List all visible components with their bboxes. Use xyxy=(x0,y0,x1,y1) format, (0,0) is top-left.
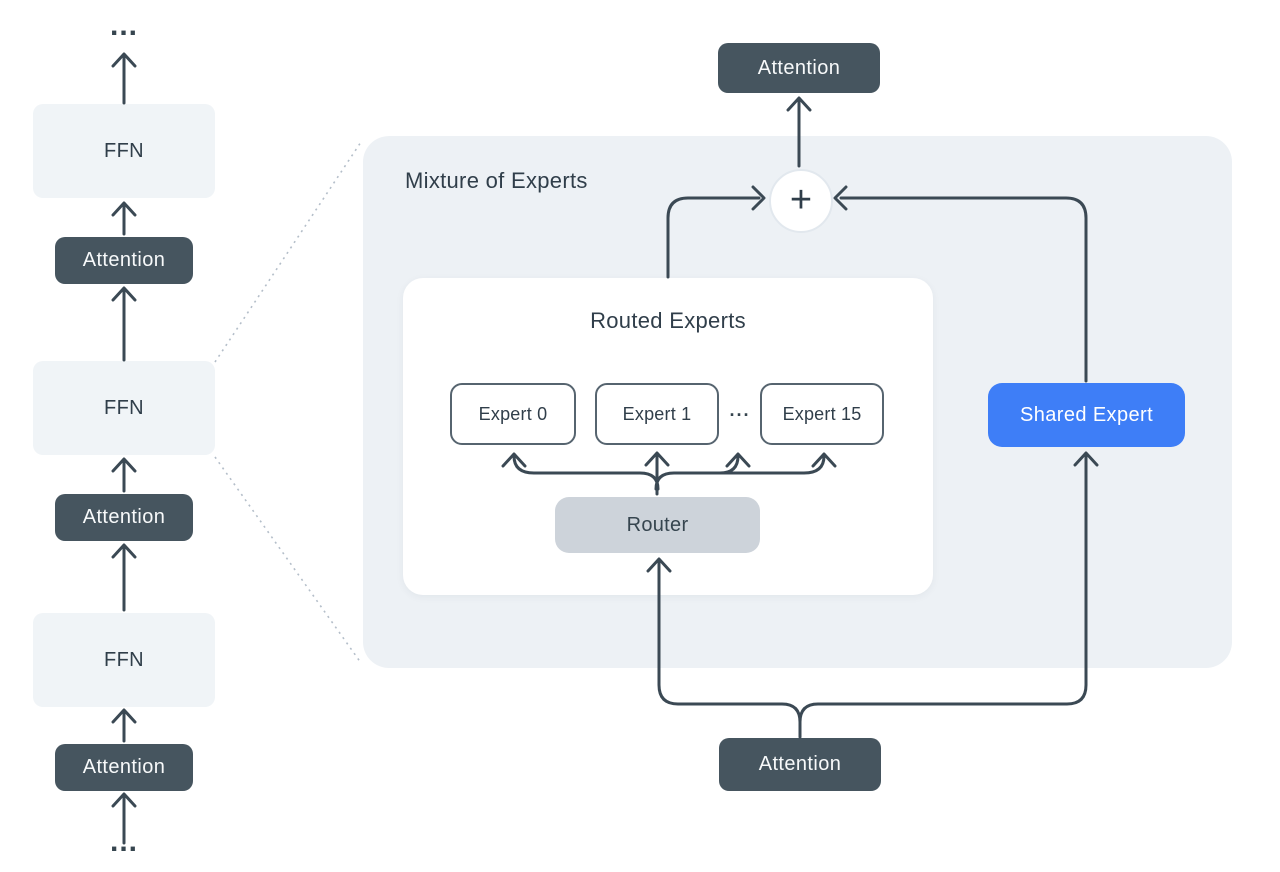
router-box: Router xyxy=(555,497,760,553)
attention-block: Attention xyxy=(55,494,193,541)
attention-label: Attention xyxy=(82,249,166,271)
arrow-ffn-to-attention xyxy=(111,286,137,362)
arrow-attention-to-ffn xyxy=(111,201,137,236)
attention-label: Attention xyxy=(757,56,841,79)
arrow-attention-to-ffn xyxy=(111,708,137,743)
attention-block: Attention xyxy=(55,744,193,791)
attention-input-block: Attention xyxy=(719,738,881,791)
arrow-attention-to-ffn xyxy=(111,457,137,493)
attention-output-block: Attention xyxy=(718,43,880,93)
attention-label: Attention xyxy=(758,753,842,775)
expert-label: Expert 15 xyxy=(782,403,862,424)
attention-block: Attention xyxy=(55,237,193,284)
expert-box: Expert 15 xyxy=(760,383,884,445)
zoom-guide-dashes xyxy=(214,141,362,664)
plus-icon: + xyxy=(789,178,813,221)
shared-expert-box: Shared Expert xyxy=(988,383,1185,447)
expert-label: Expert 0 xyxy=(478,403,548,424)
ffn-label: FFN xyxy=(103,396,145,419)
attention-label: Attention xyxy=(82,506,166,528)
ffn-label: FFN xyxy=(103,648,145,671)
ellipsis-top: ... xyxy=(109,9,138,42)
moe-panel-title: Mixture of Experts xyxy=(405,168,588,193)
routed-experts-title: Routed Experts xyxy=(590,308,746,333)
router-label: Router xyxy=(626,513,689,536)
attention-label: Attention xyxy=(82,756,166,778)
arrow-ffn-to-ellipsis xyxy=(111,52,137,105)
sum-node: + xyxy=(769,169,833,233)
expert-box: Expert 0 xyxy=(450,383,576,445)
ffn-label: FFN xyxy=(103,139,145,162)
ellipsis-experts: ··· xyxy=(729,405,751,425)
expert-box: Expert 1 xyxy=(595,383,719,445)
ffn-block: FFN xyxy=(33,613,215,707)
ffn-block-zoomed: FFN xyxy=(33,361,215,455)
ffn-block: FFN xyxy=(33,104,215,198)
shared-expert-label: Shared Expert xyxy=(1019,403,1154,426)
ellipsis-bottom: ... xyxy=(109,825,138,858)
expert-label: Expert 1 xyxy=(622,403,692,424)
arrow-ffn-to-attention xyxy=(111,543,137,612)
